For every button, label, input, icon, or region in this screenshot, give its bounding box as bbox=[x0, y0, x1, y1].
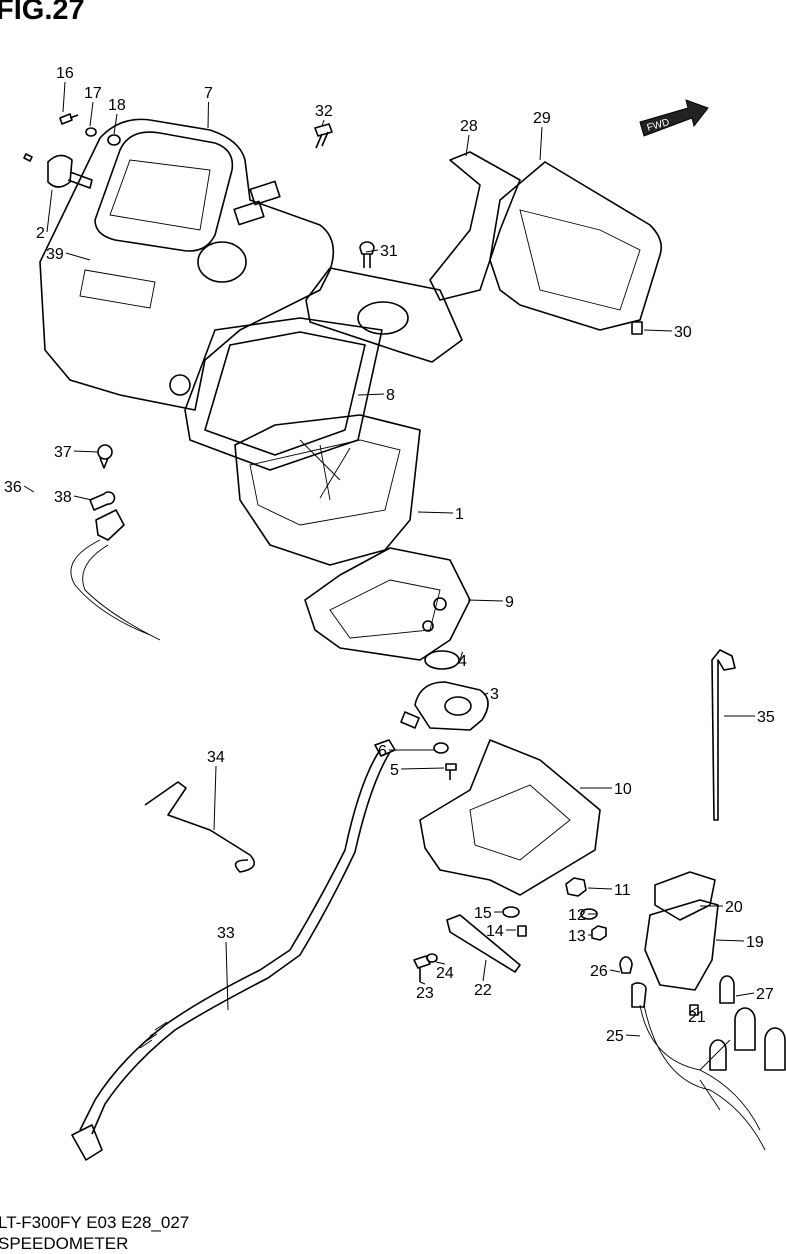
part-label-8: 8 bbox=[386, 387, 395, 404]
leader-line-39 bbox=[65, 252, 91, 261]
leader-line-18 bbox=[113, 113, 118, 135]
part-label-22: 22 bbox=[474, 982, 492, 999]
part-label-34: 34 bbox=[207, 749, 225, 766]
part-label-38: 38 bbox=[54, 489, 72, 506]
part-label-4: 4 bbox=[458, 653, 467, 670]
part-label-5: 5 bbox=[390, 762, 399, 779]
part-label-28: 28 bbox=[460, 118, 478, 135]
leader-line-17 bbox=[89, 101, 94, 127]
part-label-13: 13 bbox=[568, 928, 586, 945]
part-label-25: 25 bbox=[606, 1028, 624, 1045]
leader-line-1 bbox=[417, 511, 454, 514]
part-label-12: 12 bbox=[568, 907, 586, 924]
part-label-18: 18 bbox=[108, 97, 126, 114]
part-label-15: 15 bbox=[474, 905, 492, 922]
leader-line-37 bbox=[73, 450, 99, 453]
part-label-20: 20 bbox=[725, 899, 743, 916]
leader-line-21 bbox=[689, 1007, 698, 1013]
leader-line-30 bbox=[643, 329, 673, 332]
part-label-27: 27 bbox=[756, 986, 774, 1003]
part-label-21: 21 bbox=[688, 1009, 706, 1026]
leader-line-29 bbox=[539, 126, 543, 161]
leader-line-31 bbox=[365, 249, 379, 253]
leader-line-36 bbox=[23, 485, 35, 493]
leader-line-3 bbox=[483, 692, 489, 696]
figure-title: FIG.27 bbox=[0, 0, 85, 26]
leader-line-38 bbox=[73, 495, 93, 501]
part-label-29: 29 bbox=[533, 110, 551, 127]
part-label-35: 35 bbox=[757, 709, 775, 726]
leader-line-22 bbox=[482, 959, 487, 982]
part-label-26: 26 bbox=[590, 963, 608, 980]
leader-line-11 bbox=[587, 887, 613, 890]
part-label-16: 16 bbox=[56, 65, 74, 82]
part-label-32: 32 bbox=[315, 103, 333, 120]
leader-line-25 bbox=[625, 1034, 641, 1037]
part-label-19: 19 bbox=[746, 934, 764, 951]
part-label-17: 17 bbox=[84, 85, 102, 102]
leader-line-16 bbox=[62, 81, 66, 113]
leader-line-33 bbox=[225, 941, 229, 1011]
leader-line-8 bbox=[357, 393, 385, 396]
part-label-30: 30 bbox=[674, 324, 692, 341]
part-label-33: 33 bbox=[217, 925, 235, 942]
part-label-6: 6 bbox=[378, 743, 387, 760]
part-label-39: 39 bbox=[46, 246, 64, 263]
leader-line-2 bbox=[46, 189, 53, 233]
part-label-31: 31 bbox=[380, 243, 398, 260]
part-label-36: 36 bbox=[4, 479, 22, 496]
leader-line-19 bbox=[715, 939, 745, 942]
leader-line-28 bbox=[465, 134, 470, 157]
diagram-caption: SPEEDOMETER bbox=[0, 1234, 129, 1253]
part-label-2: 2 bbox=[36, 225, 45, 242]
fwd-arrow-icon: FWD bbox=[639, 99, 709, 137]
leader-line-7 bbox=[207, 101, 209, 129]
part-label-11: 11 bbox=[614, 882, 631, 899]
leader-line-27 bbox=[735, 992, 755, 997]
part-label-9: 9 bbox=[505, 594, 514, 611]
diagram-code: LT-F300FY E03 E28_027 bbox=[0, 1213, 190, 1232]
leader-line-26 bbox=[609, 969, 621, 973]
leader-line-9 bbox=[467, 599, 504, 602]
part-label-37: 37 bbox=[54, 444, 72, 461]
part-label-7: 7 bbox=[204, 85, 213, 102]
leader-line-24 bbox=[435, 961, 446, 965]
part-label-24: 24 bbox=[436, 965, 454, 982]
meter-case bbox=[39, 118, 335, 411]
part-label-23: 23 bbox=[416, 985, 434, 1002]
leader-line-32 bbox=[321, 119, 325, 127]
leader-line-23 bbox=[419, 981, 426, 985]
leader-line-4 bbox=[459, 651, 463, 661]
part-label-10: 10 bbox=[614, 781, 632, 798]
leader-line-5 bbox=[400, 767, 445, 770]
part-label-1: 1 bbox=[455, 506, 464, 523]
leader-line-34 bbox=[213, 765, 217, 831]
part-label-14: 14 bbox=[486, 923, 504, 940]
part-label-3: 3 bbox=[490, 686, 499, 703]
